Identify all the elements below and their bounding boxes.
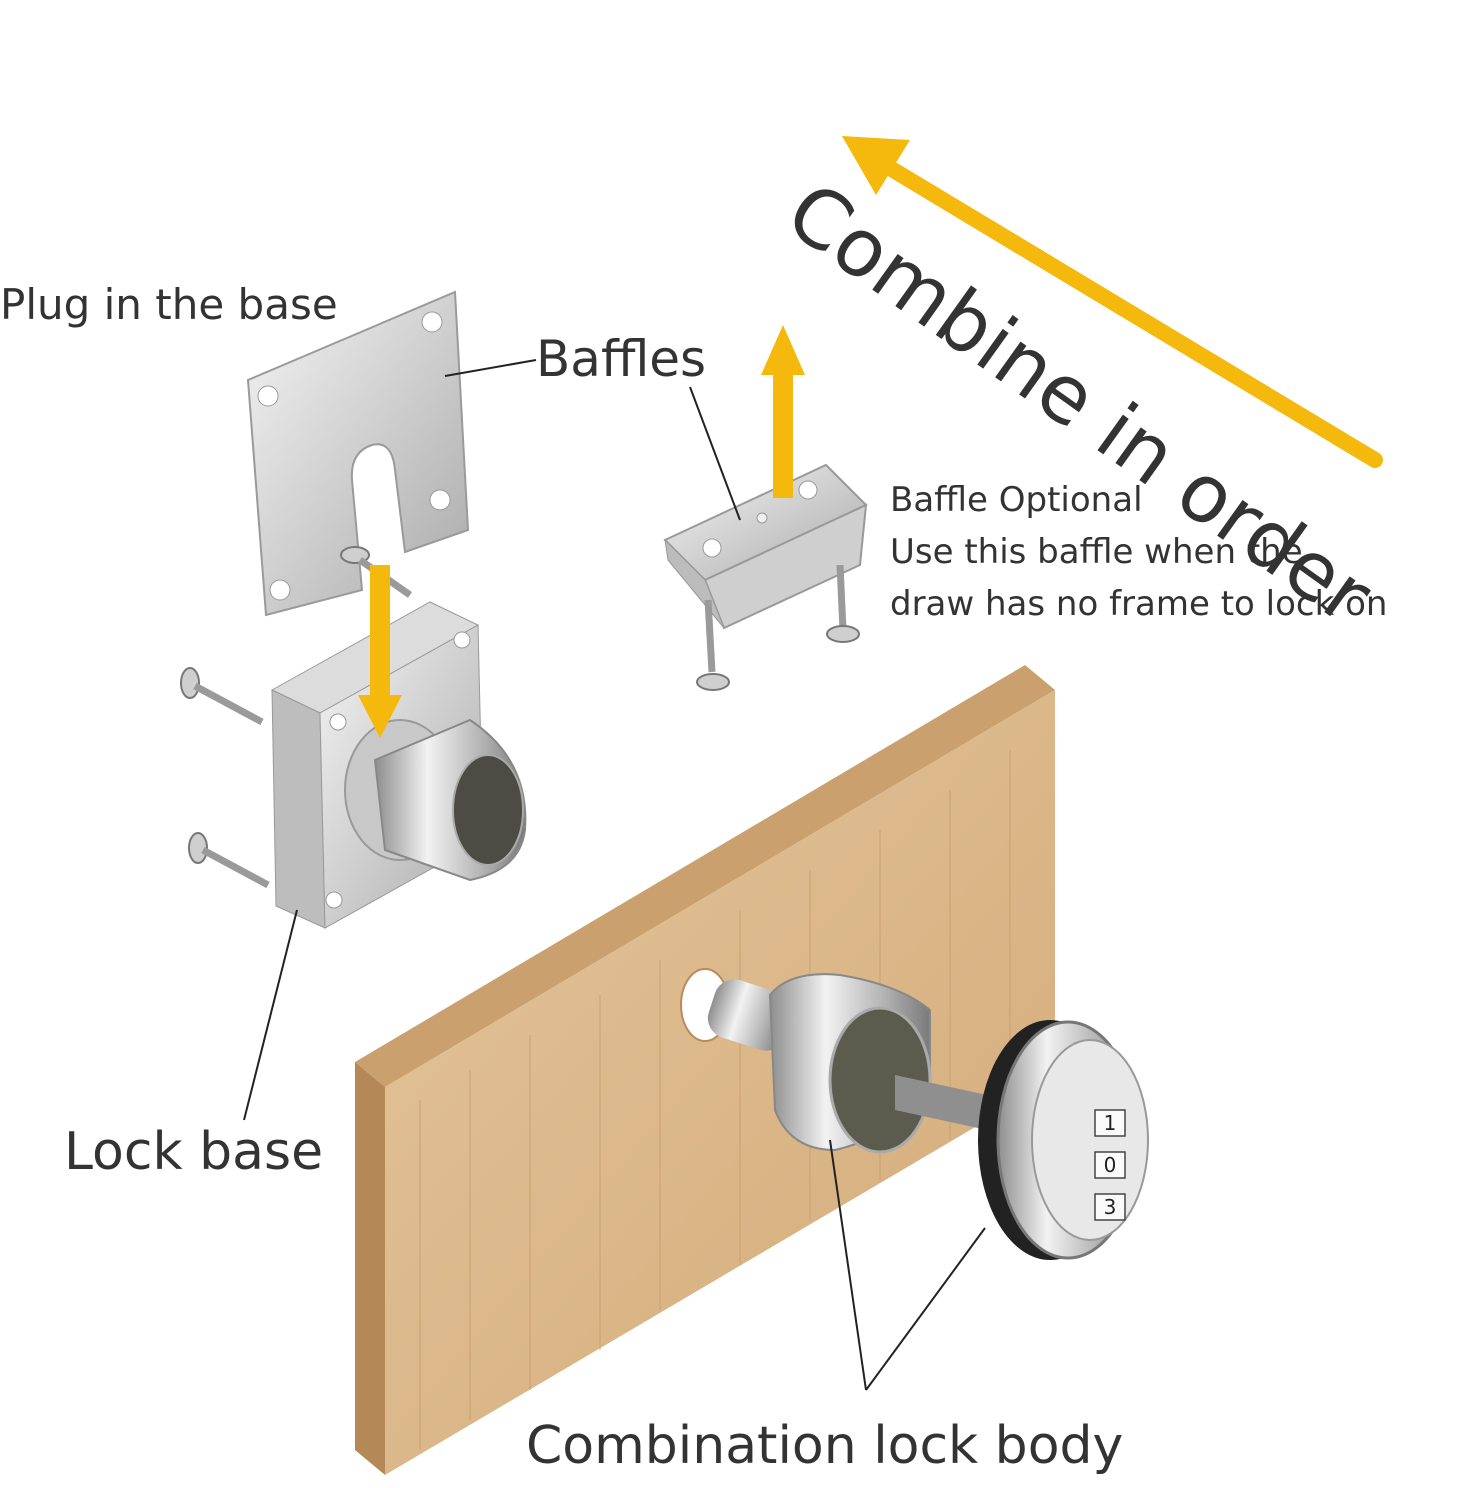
lock-base [270,601,527,929]
dial-digit-3[interactable]: 3 [1104,1195,1117,1219]
baffles-label: Baffles [536,330,707,388]
dial-digit-2[interactable]: 0 [1104,1153,1117,1177]
combination-lock-body-label: Combination lock body [526,1416,1124,1476]
baffle-plate [246,290,470,617]
plug-in-base-label: Plug in the base [0,280,338,329]
baffle-optional-line-2: draw has no frame to lock on [890,584,1388,624]
arrow-up-icon [761,325,805,498]
leader-lines [243,359,986,1391]
optional-baffle [663,463,868,630]
screw-icon [188,832,270,889]
screw-icon [826,564,860,643]
screw-icon [696,599,730,691]
arrow-down-icon [358,565,402,738]
screw-icon [180,667,264,726]
wood-panel [355,665,1055,1475]
baffle-optional-line-1: Use this baffle when the [890,532,1303,572]
combine-order-arrow [842,136,1383,468]
baffle-optional-title: Baffle Optional [890,480,1143,520]
lock-base-label: Lock base [64,1122,324,1182]
dial-digit-1[interactable]: 1 [1104,1111,1117,1135]
baffle-optional-note: Baffle Optional Use this baffle when the… [890,474,1450,630]
combination-lock-body [707,973,1149,1260]
